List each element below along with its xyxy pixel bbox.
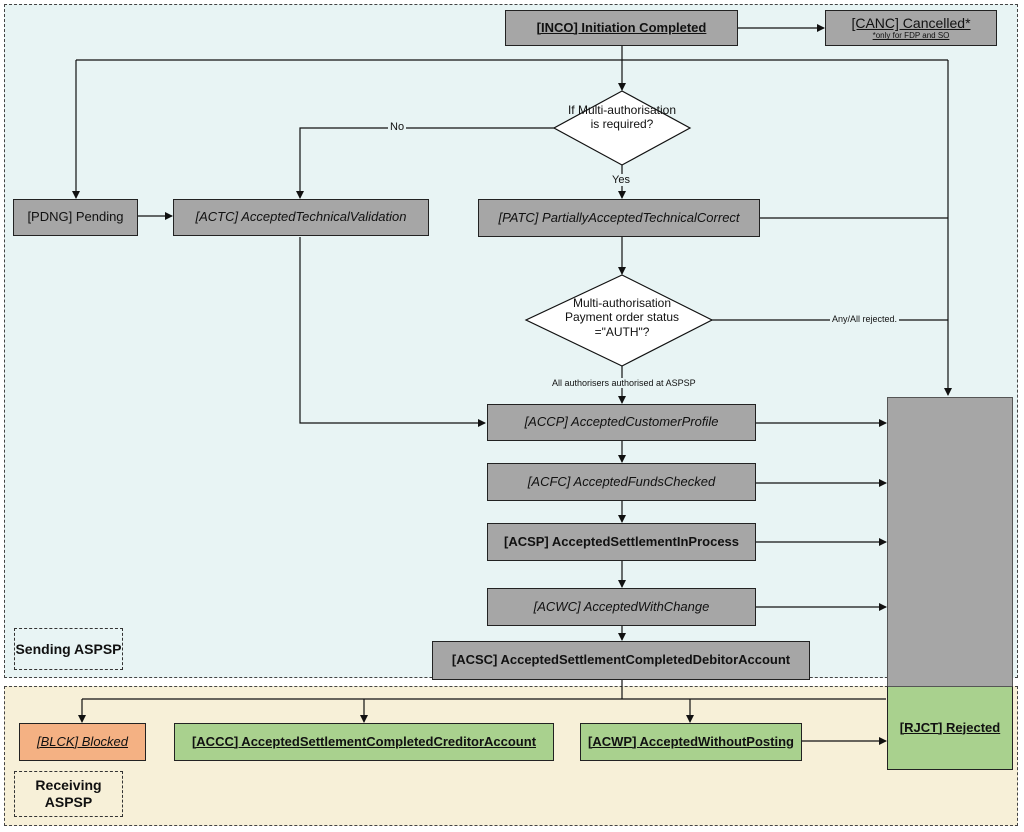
zone-label-sending: Sending ASPSP <box>14 628 123 670</box>
node-acfc: [ACFC] AcceptedFundsChecked <box>487 463 756 501</box>
node-blck: [BLCK] Blocked <box>19 723 146 761</box>
edge-label-rejected: Any/All rejected. <box>830 314 900 324</box>
edge-label-no: No <box>388 121 407 133</box>
node-rjct-upper <box>887 397 1013 687</box>
node-canc-note: *only for FDP and SO <box>872 31 950 41</box>
edge-label-authorised: All authorisers authorised at ASPSP <box>550 378 698 388</box>
node-acwp: [ACWP] AcceptedWithoutPosting <box>580 723 802 761</box>
multi-auth-decision <box>552 90 692 166</box>
node-actc: [ACTC] AcceptedTechnicalValidation <box>173 199 429 236</box>
node-acsc: [ACSC] AcceptedSettlementCompletedDebito… <box>432 641 810 680</box>
node-canc: [CANC] Cancelled* *only for FDP and SO <box>825 10 997 46</box>
node-patc: [PATC] PartiallyAcceptedTechnicalCorrect <box>478 199 760 237</box>
node-pdng: [PDNG] Pending <box>13 199 138 236</box>
node-rjct: [RJCT] Rejected <box>887 686 1013 770</box>
node-inco: [INCO] Initiation Completed <box>505 10 738 46</box>
edge-label-yes: Yes <box>610 174 632 186</box>
node-canc-label: [CANC] Cancelled* <box>851 15 971 32</box>
node-acsp: [ACSP] AcceptedSettlementInProcess <box>487 523 756 561</box>
node-acwc: [ACWC] AcceptedWithChange <box>487 588 756 626</box>
multi-auth-decision-text: If Multi-authorisation is required? <box>567 103 677 132</box>
zone-label-receiving: Receiving ASPSP <box>14 771 123 817</box>
edge-no-actc <box>296 127 556 199</box>
node-accc: [ACCC] AcceptedSettlementCompletedCredit… <box>174 723 554 761</box>
sending-aspsp-zone <box>4 4 1018 678</box>
auth-status-decision <box>524 274 714 367</box>
auth-status-decision-text: Multi-authorisation Payment order status… <box>564 296 680 339</box>
edge-actc-accp <box>299 237 486 427</box>
node-accp: [ACCP] AcceptedCustomerProfile <box>487 404 756 441</box>
